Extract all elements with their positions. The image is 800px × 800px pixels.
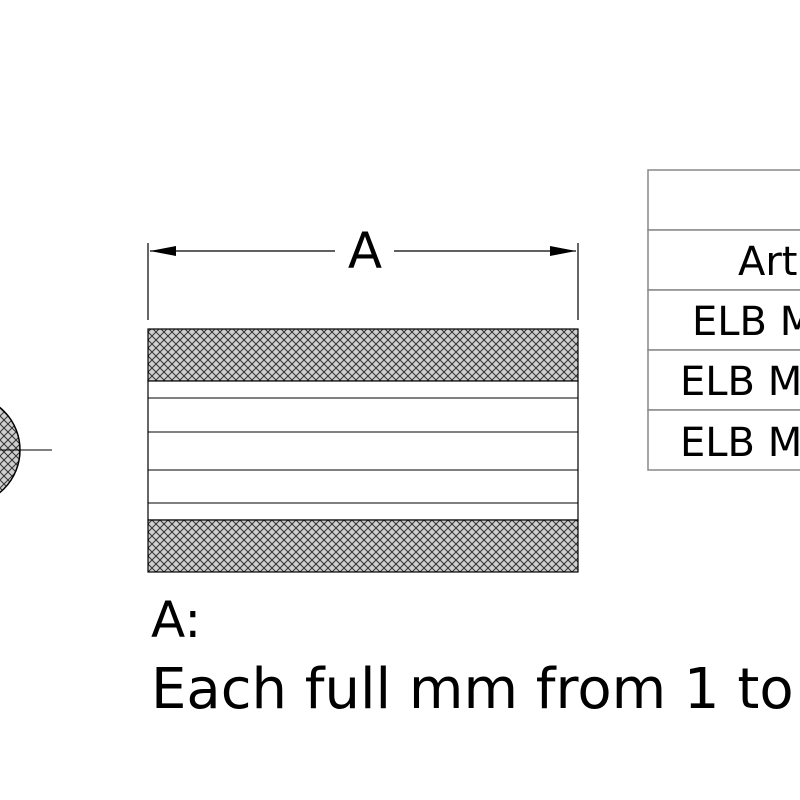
side-view	[0, 406, 52, 494]
hatched-band-top	[147, 328, 579, 382]
table-row-cell-2	[647, 289, 800, 351]
arrowhead-right	[550, 246, 576, 256]
hatched-band-bottom	[147, 519, 579, 573]
table-row-text-4: ELB M	[680, 420, 800, 466]
table-row-cell-4	[647, 409, 800, 471]
arrowhead-left	[150, 246, 176, 256]
table-row-text-3: ELB M	[680, 359, 800, 405]
dimension-label: A	[348, 222, 382, 280]
body-outline	[147, 380, 579, 521]
note: A: Each full mm from 1 to	[151, 591, 794, 722]
front-view	[147, 328, 579, 573]
note-text: Each full mm from 1 to	[151, 657, 794, 722]
table-row-text-2: ELB M	[692, 299, 800, 345]
table-row-cell-1	[647, 229, 800, 291]
table-row-text-1: Art	[738, 239, 798, 285]
note-label: A:	[151, 591, 201, 649]
table-header-cell	[647, 169, 800, 231]
article-table: Art ELB M ELB M ELB M	[647, 169, 800, 471]
dimension-a: A	[147, 222, 579, 320]
